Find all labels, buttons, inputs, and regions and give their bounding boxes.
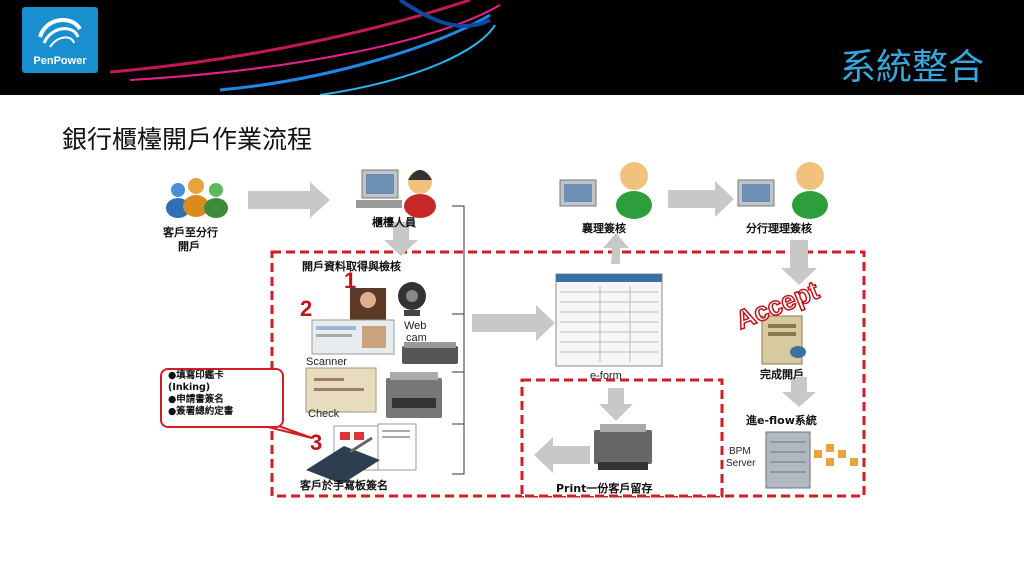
- teller-computer-icon: [356, 169, 436, 218]
- complete-label: 完成開戶: [760, 368, 804, 381]
- step-2-number: 2: [300, 296, 313, 321]
- arrow-down-4: [599, 388, 633, 421]
- logo-label: PenPower: [33, 55, 87, 67]
- customers-icon: [166, 178, 228, 218]
- server-icon: [761, 315, 806, 365]
- callout-box: ●填寫印鑑卡 (Inking) ●申請書簽名 ●簽署總約定書: [160, 368, 284, 428]
- callout-item: ●申請書簽名: [168, 394, 224, 405]
- arrow-down-2: [781, 240, 817, 285]
- photo-icon: [350, 288, 386, 322]
- customer-label-2: 開戶: [178, 240, 200, 253]
- arrow-right-1: [248, 182, 330, 218]
- step-1-number: 1: [344, 268, 357, 293]
- copier-icon: [386, 372, 442, 418]
- bpm-label: BPM: [729, 446, 751, 457]
- flow-arrows: [248, 181, 817, 473]
- slide-title: 系統整合: [839, 47, 984, 88]
- check-label: Check: [308, 408, 340, 420]
- arrow-right-2: [472, 305, 555, 341]
- print-label: Print一份客戶留存: [556, 482, 653, 495]
- bracket-line: [452, 205, 465, 475]
- check-document-icon: [305, 367, 377, 413]
- arrow-up-1: [603, 233, 629, 264]
- header-bar: PenPower 系統整合: [0, 0, 1024, 95]
- teller-label: 櫃檯人員: [372, 216, 416, 229]
- dashed-region-main: [270, 250, 866, 498]
- penpower-logo: PenPower: [22, 7, 98, 73]
- branch-manager-label: 分行理理簽核: [746, 222, 812, 235]
- signature-pad-icon: [306, 436, 380, 484]
- bpm-server-icon: [765, 431, 858, 489]
- eform-document-icon: [555, 273, 663, 367]
- id-card-icon: [311, 319, 395, 355]
- webcam-label: Web: [404, 320, 427, 332]
- arrow-left-1: [534, 437, 590, 473]
- logo-mark-icon: [38, 18, 82, 48]
- eform-label: e-form: [590, 370, 622, 382]
- webcam-icon: [398, 282, 426, 316]
- manager-label: 襄理簽核: [582, 222, 626, 235]
- bpm-flow-nodes-icon: [814, 444, 858, 466]
- header-swoosh: [109, 0, 501, 95]
- webcam-label-2: cam: [406, 332, 427, 344]
- callout-item: (Inking): [168, 382, 211, 393]
- printer-icon: [594, 424, 652, 470]
- page-subtitle: 銀行櫃檯開戶作業流程: [62, 125, 313, 154]
- arrow-down-1: [384, 222, 418, 256]
- callout-item: ●簽署總約定書: [168, 406, 234, 417]
- manager-icon: [559, 162, 652, 219]
- branch-manager-icon: [737, 162, 828, 219]
- bpm-label-2: Server: [726, 458, 756, 469]
- capture-label: 開戶資料取得與檢核: [302, 260, 401, 273]
- step-3-number: 3: [310, 430, 323, 455]
- scanner-icon: [402, 342, 458, 364]
- customer-label: 客戶至分行: [163, 226, 218, 239]
- eflow-label: 進e-flow系統: [746, 414, 817, 427]
- arrow-down-3: [782, 377, 816, 407]
- callout-item: ●填寫印鑑卡: [168, 370, 224, 381]
- signpad-label: 客戶於手寫板簽名: [300, 479, 388, 492]
- scanner-label: Scanner: [306, 356, 347, 368]
- arrow-right-3: [668, 181, 734, 217]
